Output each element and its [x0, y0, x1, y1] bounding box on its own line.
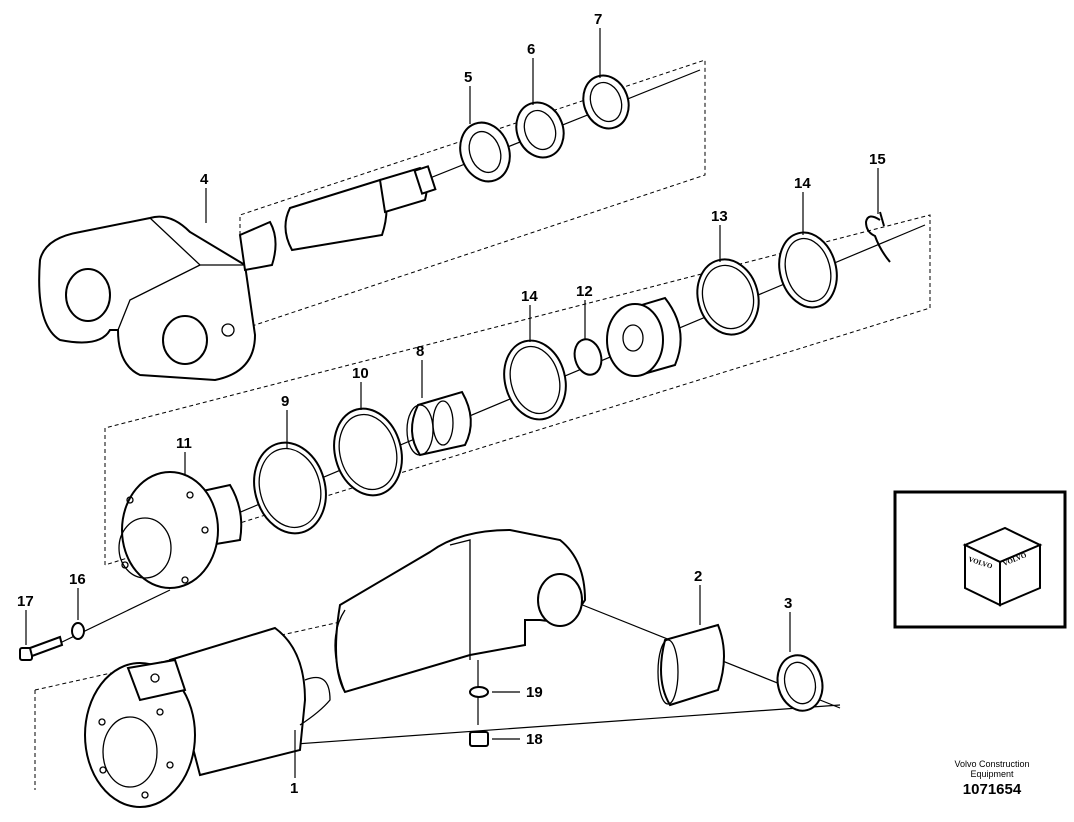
label-part-14-right: 14: [794, 175, 811, 192]
label-part-17: 17: [17, 593, 34, 610]
group-frame-piston: [104, 214, 931, 566]
piston-rod-part-4: [38, 165, 437, 382]
label-part-4: 4: [200, 171, 209, 188]
washer-part-16: [71, 622, 85, 640]
label-part-15: 15: [869, 151, 886, 168]
washer-part-19: [469, 686, 489, 698]
label-part-13: 13: [711, 208, 728, 225]
label-part-1: 1: [290, 780, 298, 797]
drawing-footer: Volvo Construction Equipment 1071654: [954, 759, 1029, 798]
seal-part-7: [582, 74, 630, 130]
drawing-number: 1071654: [963, 781, 1022, 798]
kit-package-icon: VOLVO VOLVO: [962, 526, 1043, 607]
seal-part-13: [696, 258, 760, 336]
label-part-7: 7: [594, 11, 602, 28]
o-ring-part-10: [333, 407, 403, 497]
label-part-5: 5: [464, 69, 472, 86]
footer-company-line2: Equipment: [970, 769, 1014, 779]
label-part-16: 16: [69, 571, 86, 588]
label-part-18: 18: [526, 731, 543, 748]
label-part-14-left: 14: [521, 288, 538, 305]
label-part-8: 8: [416, 343, 424, 360]
footer-company-line1: Volvo Construction: [954, 759, 1029, 769]
label-part-11: 11: [176, 435, 192, 452]
bushing-part-8: [406, 390, 472, 457]
cylinder-head-part-11: [118, 471, 243, 589]
seal-part-5: [459, 121, 511, 183]
seal-part-3: [776, 654, 824, 712]
part-labels: 7 6 5 4 15 14 13 12 14 8 10 9 11 16 17 2…: [17, 11, 924, 797]
o-ring-part-9: [253, 441, 327, 535]
label-part-10: 10: [352, 365, 369, 382]
plug-part-18: [469, 731, 489, 747]
bushing-part-2: [657, 623, 725, 707]
o-ring-part-12: [573, 338, 603, 376]
label-part-2: 2: [694, 568, 702, 585]
label-part-9: 9: [281, 393, 289, 410]
bolt-part-17: [19, 635, 64, 661]
group-frame-piston-rod: [239, 59, 706, 331]
guide-band-part-14-right: [778, 231, 838, 309]
label-part-12: 12: [576, 283, 593, 300]
guide-band-part-14-left: [503, 339, 567, 421]
label-part-6: 6: [527, 41, 535, 58]
label-part-3: 3: [784, 595, 792, 612]
label-part-19: 19: [526, 684, 543, 701]
seal-part-6: [515, 101, 565, 159]
kit-box: VOLVO VOLVO: [893, 490, 1067, 629]
lock-clip-part-15: [864, 211, 891, 263]
cylinder-tube-part-1: [84, 528, 587, 808]
piston: [606, 296, 682, 377]
